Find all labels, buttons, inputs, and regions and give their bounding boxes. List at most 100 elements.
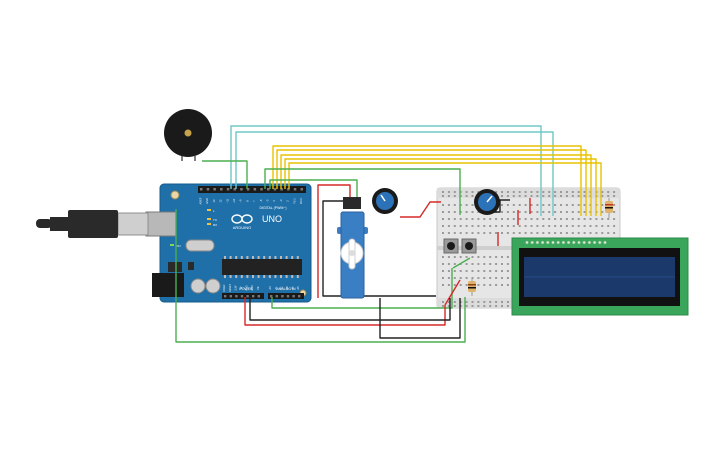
digital-pin[interactable] xyxy=(287,188,290,191)
breadboard-hole xyxy=(483,305,486,307)
analog-pin[interactable] xyxy=(275,295,278,298)
breadboard-hole xyxy=(447,305,450,307)
lcd-display[interactable] xyxy=(511,237,689,316)
breadboard-hole xyxy=(483,277,486,279)
breadboard-hole xyxy=(459,305,462,307)
digital-pin[interactable] xyxy=(293,188,297,191)
breadboard-hole xyxy=(542,211,545,213)
power-pin[interactable] xyxy=(229,295,232,298)
breadboard-hole xyxy=(613,191,616,193)
digital-pin-label: ~3 xyxy=(279,199,283,203)
chip-leg xyxy=(263,256,266,259)
breadboard-hole xyxy=(459,191,462,193)
breadboard-hole xyxy=(501,301,503,303)
breadboard-hole xyxy=(548,232,551,234)
power-pin[interactable] xyxy=(252,295,255,298)
breadboard-hole xyxy=(442,256,444,258)
digital-pin[interactable] xyxy=(273,188,277,191)
analog-pin-label: A4 xyxy=(292,286,295,290)
power-pin[interactable] xyxy=(224,295,227,298)
rx-led-label: RX xyxy=(213,223,217,227)
digital-pin[interactable] xyxy=(226,188,230,191)
servo-motor[interactable] xyxy=(337,197,368,299)
breadboard-hole xyxy=(483,218,486,220)
chip-leg xyxy=(274,256,277,259)
digital-pin[interactable] xyxy=(200,188,203,191)
chip-leg xyxy=(252,275,254,278)
power-pin[interactable] xyxy=(240,295,244,298)
breadboard-hole xyxy=(548,225,551,227)
power-pin[interactable] xyxy=(257,295,260,298)
breadboard-hole xyxy=(465,263,468,265)
digital-pin[interactable] xyxy=(246,188,250,191)
breadboard-hole xyxy=(595,232,598,234)
digital-pin[interactable] xyxy=(233,188,237,191)
wire-green xyxy=(269,179,358,197)
digital-pin[interactable] xyxy=(260,188,263,191)
breadboard-hole xyxy=(477,211,480,213)
power-pin-label: GND xyxy=(251,285,254,291)
lcd-pin xyxy=(603,240,607,245)
power-pin[interactable] xyxy=(246,295,249,298)
breadboard-hole xyxy=(483,232,486,234)
potentiometer-right[interactable] xyxy=(474,189,500,215)
analog-pin[interactable] xyxy=(281,295,284,298)
breadboard-hole xyxy=(501,284,503,286)
breadboard-hole xyxy=(601,225,604,227)
breadboard-hole xyxy=(477,305,480,307)
piezo-buzzer[interactable] xyxy=(164,109,212,161)
digital-pin[interactable] xyxy=(253,188,257,191)
breadboard-hole xyxy=(483,301,486,303)
power-jack xyxy=(152,273,184,297)
breadboard-hole xyxy=(471,211,474,213)
breadboard-hole xyxy=(560,191,562,193)
chip-leg xyxy=(280,275,282,278)
breadboard-hole xyxy=(447,256,450,258)
analog-pin[interactable] xyxy=(298,295,301,298)
wire-green xyxy=(202,160,248,189)
push-button[interactable] xyxy=(443,238,459,254)
breadboard-hole xyxy=(577,232,580,234)
analog-pin[interactable] xyxy=(292,295,295,298)
potentiometer-left[interactable] xyxy=(372,188,398,214)
breadboard-hole xyxy=(613,232,616,234)
breadboard-hole xyxy=(512,232,515,234)
chip-leg xyxy=(291,256,294,259)
reset-button[interactable] xyxy=(168,262,182,272)
breadboard-hole xyxy=(447,191,450,193)
breadboard-hole xyxy=(565,204,568,206)
servo-connector xyxy=(343,197,361,209)
breadboard-hole xyxy=(613,211,616,213)
breadboard-hole xyxy=(548,211,551,213)
analog-pin[interactable] xyxy=(286,295,290,298)
digital-pin[interactable] xyxy=(280,188,283,191)
breadboard-hole xyxy=(447,277,450,279)
breadboard-hole xyxy=(442,204,444,206)
digital-pin[interactable] xyxy=(206,188,210,191)
wire-green xyxy=(175,209,466,343)
breadboard-hole xyxy=(465,218,468,220)
digital-pin[interactable] xyxy=(267,188,270,191)
digital-pin-label: ~10 xyxy=(232,198,236,203)
rx-led xyxy=(207,223,211,225)
breadboard-hole xyxy=(489,263,492,265)
breadboard-hole xyxy=(489,270,492,272)
push-button[interactable] xyxy=(461,238,477,254)
breadboard-hole xyxy=(518,232,521,234)
power-pin[interactable] xyxy=(235,295,238,298)
breadboard-hole xyxy=(447,218,450,220)
breadboard-hole xyxy=(518,204,521,206)
lcd-pin xyxy=(577,240,581,245)
analog-pin[interactable] xyxy=(270,295,273,298)
digital-pin[interactable] xyxy=(240,188,243,191)
digital-pin[interactable] xyxy=(213,188,216,191)
breadboard-hole xyxy=(501,277,503,279)
digital-pin[interactable] xyxy=(300,188,304,191)
breadboard-hole xyxy=(501,256,503,258)
digital-pin[interactable] xyxy=(220,188,223,191)
breadboard-hole xyxy=(477,277,480,279)
breadboard-hole xyxy=(530,195,533,197)
